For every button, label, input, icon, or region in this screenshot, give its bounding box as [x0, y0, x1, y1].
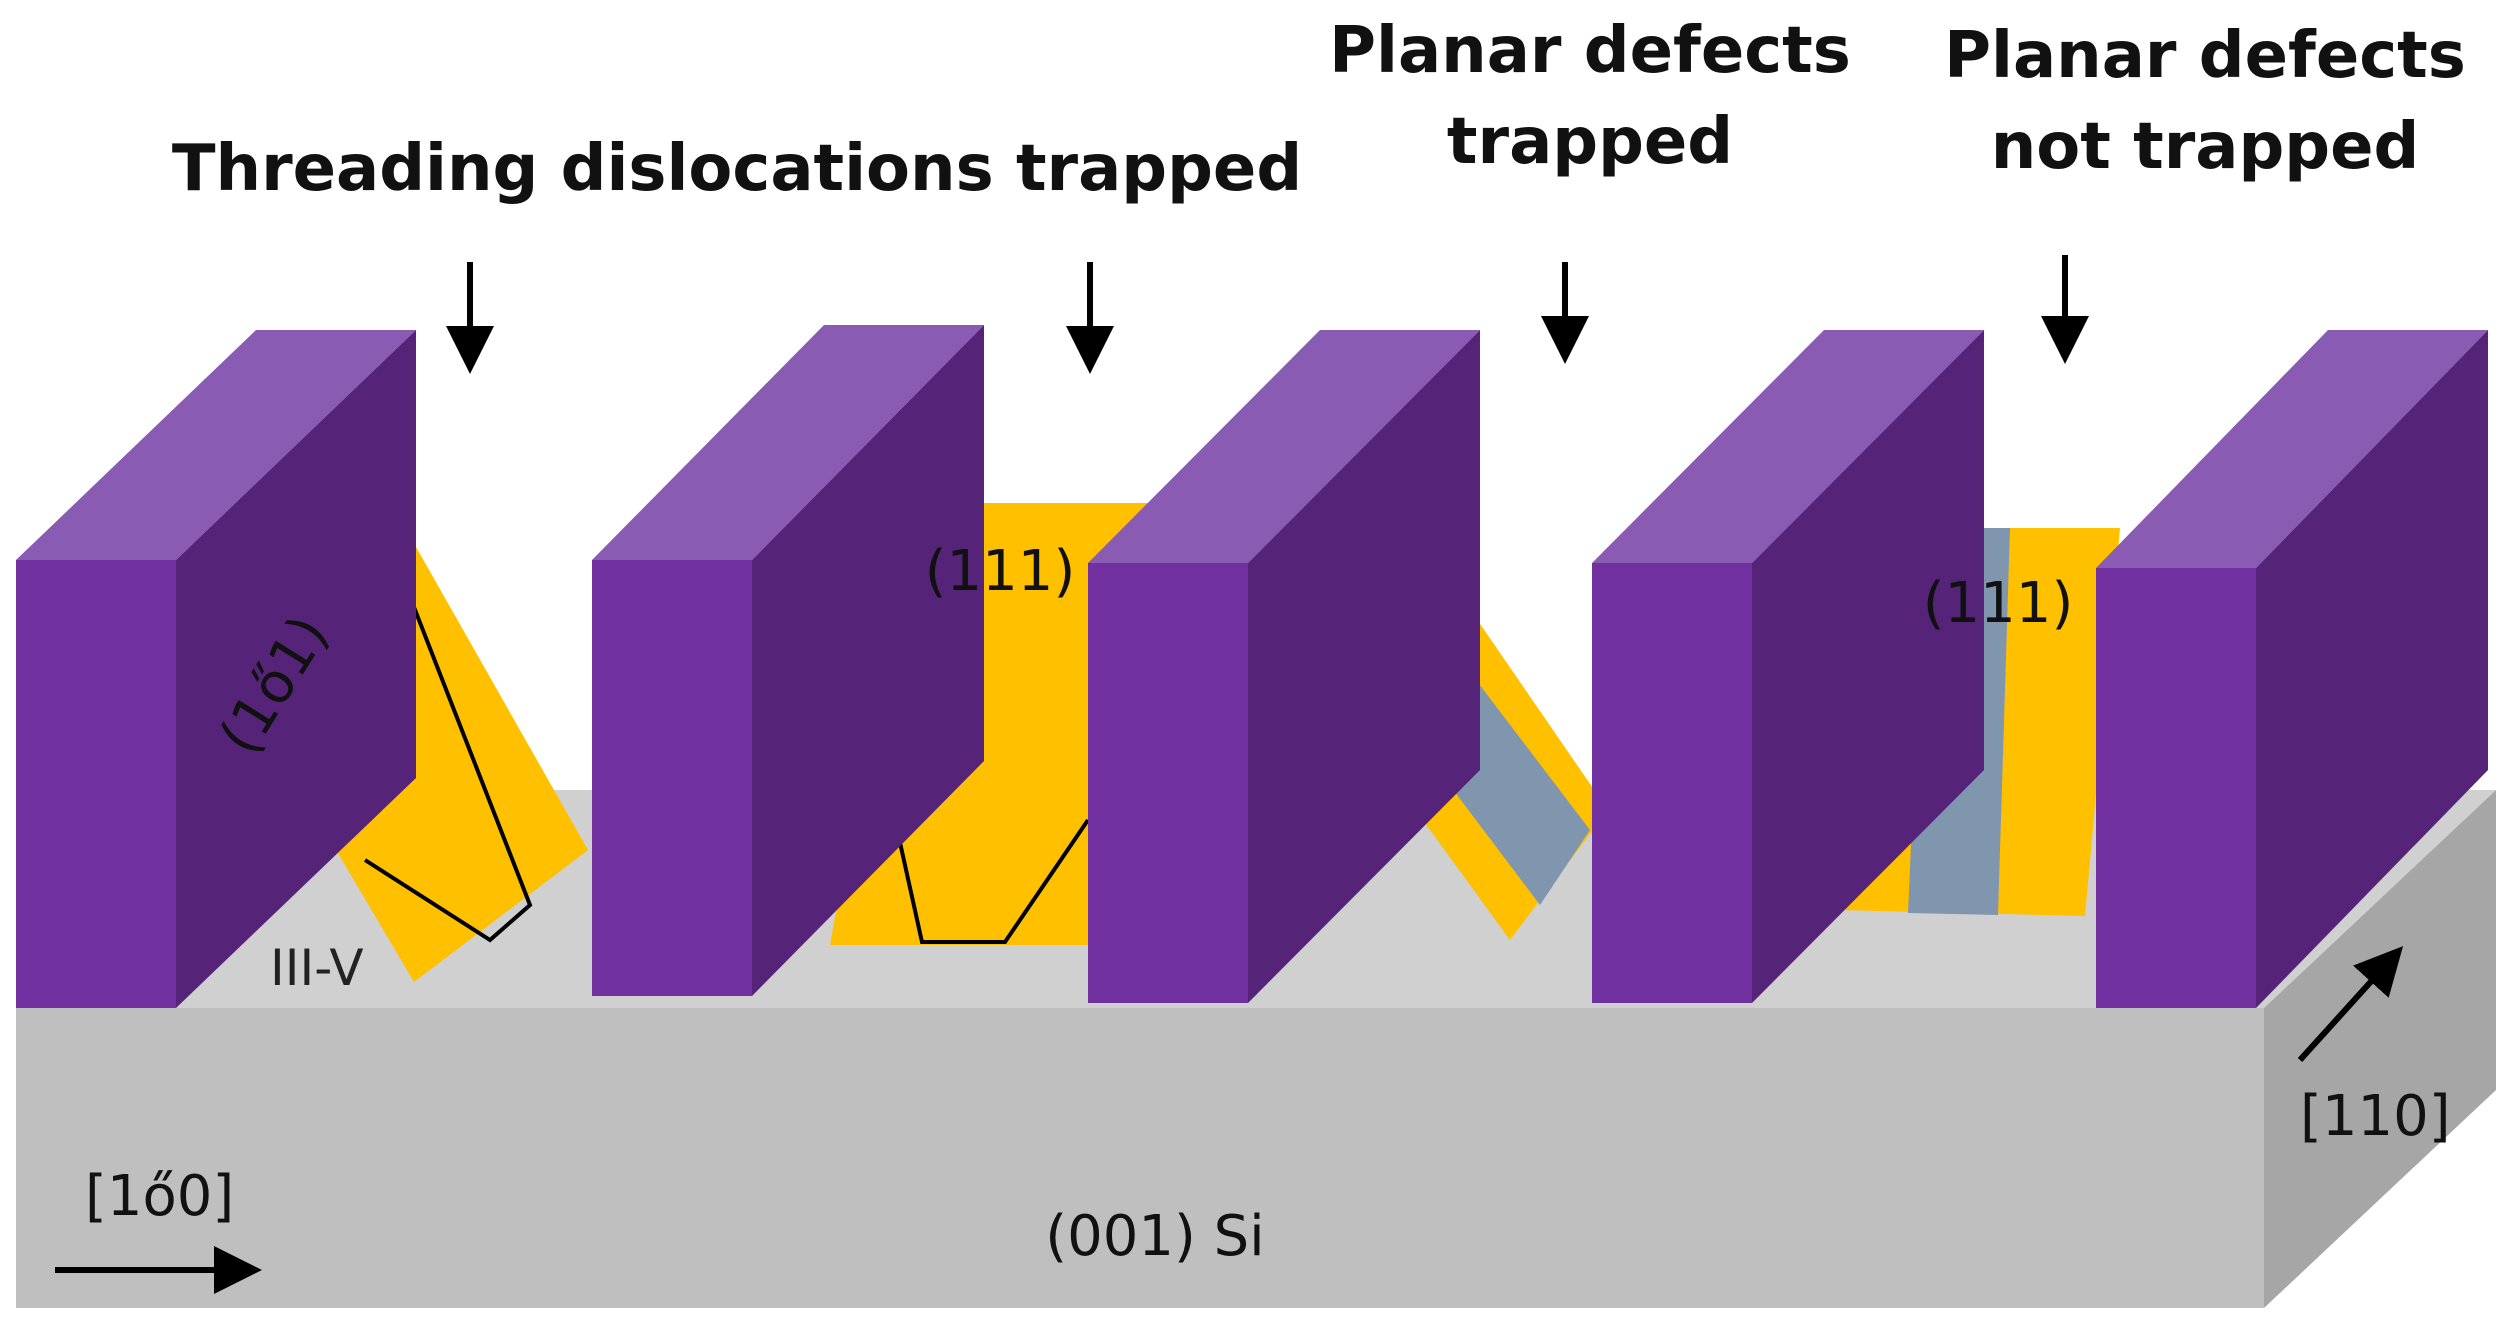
pillar-3 — [1088, 330, 1480, 1003]
label-plane-111-b: (111) — [1923, 571, 2074, 636]
label-material-iii-v: III-V — [270, 939, 364, 997]
pillar-2 — [592, 325, 984, 996]
label-threading-dislocations: Threading dislocations trapped — [172, 132, 1302, 206]
substrate-front-face — [16, 1008, 2264, 1308]
label-direction-1-1bar-0: [1ő0] — [85, 1164, 234, 1229]
pillar-5 — [2096, 330, 2488, 1008]
pillar-1 — [16, 330, 416, 1008]
pillar-4 — [1592, 330, 1984, 1003]
label-direction-110: [110] — [2300, 1084, 2451, 1149]
label-planar-trapped-line2: trapped — [1447, 105, 1733, 179]
substrate-side-face — [2264, 790, 2496, 1308]
label-substrate-001-si: (001) Si — [1045, 1204, 1265, 1269]
threading-dislocation-line-1 — [363, 501, 533, 943]
label-plane-111-a: (111) — [925, 539, 1076, 604]
label-planar-not-trapped-line2: not trapped — [1991, 110, 2420, 184]
direction-arrow-110-icon — [2297, 946, 2404, 1063]
label-planar-not-trapped-line1: Planar defects — [1944, 19, 2466, 93]
label-planar-trapped-line1: Planar defects — [1329, 14, 1851, 88]
down-arrows — [446, 255, 2089, 374]
